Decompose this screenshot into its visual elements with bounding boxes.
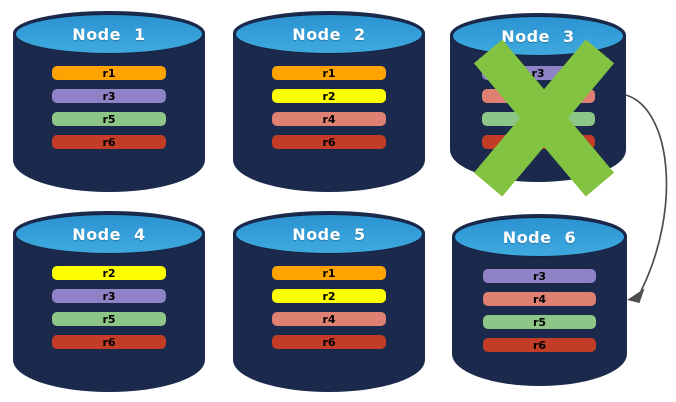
replica-label: r1 — [322, 66, 336, 80]
replica-label: r6 — [322, 335, 336, 349]
node-title: Node 1 — [72, 24, 146, 44]
node-title: Node 3 — [501, 26, 575, 46]
node-title: Node 2 — [292, 24, 366, 44]
replica-label: r6 — [532, 338, 547, 352]
replica-label: r5 — [532, 315, 547, 329]
replica-label: r4 — [322, 112, 336, 126]
node-2-cylinder-top: Node 2 — [235, 14, 423, 54]
node-6-cylinder: Node 6 r3 r4 r5 r6 — [452, 214, 627, 386]
node-5-cylinder: Node 5 r1 r2 r4 r6 — [233, 211, 425, 392]
node-2-cylinder: Node 2 r1 r2 r4 r6 — [233, 11, 425, 192]
replica-label: r5 — [102, 112, 116, 126]
replica-row: r4 — [483, 292, 596, 306]
replica-row: r1 — [272, 266, 386, 280]
replica-label: r4 — [322, 312, 336, 326]
replica-row: r6 — [52, 335, 166, 349]
replica-row: r3 — [52, 289, 166, 303]
redistribution-arrow-curve — [625, 94, 668, 292]
node-2-replica-list: r1 r2 r4 r6 — [233, 66, 425, 149]
replica-row: r2 — [52, 266, 166, 280]
node-6-cylinder-top: Node 6 — [454, 217, 625, 257]
replica-label: r2 — [322, 289, 336, 303]
replica-row: r5 — [52, 312, 166, 326]
replica-row: r6 — [483, 338, 596, 352]
replica-row: r4 — [272, 112, 386, 126]
replica-label: r2 — [102, 266, 116, 280]
replica-row: r1 — [272, 66, 386, 80]
node-title: Node 5 — [292, 224, 366, 244]
replica-label: r3 — [102, 89, 116, 103]
replica-row: r2 — [272, 89, 386, 103]
replica-label: r4 — [532, 292, 547, 306]
replica-row: r5 — [483, 315, 596, 329]
replica-row: r2 — [272, 289, 386, 303]
replica-label: r3 — [102, 289, 116, 303]
replica-row: r6 — [272, 135, 386, 149]
replica-row: r6 — [272, 335, 386, 349]
node-1-cylinder-top: Node 1 — [15, 14, 203, 54]
replica-row: r6 — [52, 135, 166, 149]
node-4-cylinder-top: Node 4 — [15, 214, 203, 254]
failure-x-icon — [473, 38, 615, 197]
node-4-cylinder: Node 4 r2 r3 r5 r6 — [13, 211, 205, 392]
redistribution-arrowhead-icon — [627, 288, 645, 303]
replica-row: r3 — [52, 89, 166, 103]
replica-row: r1 — [52, 66, 166, 80]
replica-label: r2 — [322, 89, 336, 103]
replica-label: r6 — [102, 135, 116, 149]
replica-row: r3 — [483, 269, 596, 283]
replica-label: r6 — [102, 335, 116, 349]
node-1-cylinder: Node 1 r1 r3 r5 r6 — [13, 11, 205, 192]
replica-label: r3 — [532, 269, 547, 283]
replica-label: r1 — [322, 266, 336, 280]
replica-label: r3 — [531, 66, 545, 80]
replica-label: r6 — [322, 135, 336, 149]
replica-label: r5 — [102, 312, 116, 326]
node-6-replica-list: r3 r4 r5 r6 — [452, 269, 627, 352]
replica-label: r1 — [102, 66, 116, 80]
node-1-replica-list: r1 r3 r5 r6 — [13, 66, 205, 149]
node-title: Node 4 — [72, 224, 146, 244]
node-4-replica-list: r2 r3 r5 r6 — [13, 266, 205, 349]
replica-row: r4 — [272, 312, 386, 326]
node-5-cylinder-top: Node 5 — [235, 214, 423, 254]
node-5-replica-list: r1 r2 r4 r6 — [233, 266, 425, 349]
node-title: Node 6 — [502, 227, 577, 247]
replica-row: r5 — [52, 112, 166, 126]
